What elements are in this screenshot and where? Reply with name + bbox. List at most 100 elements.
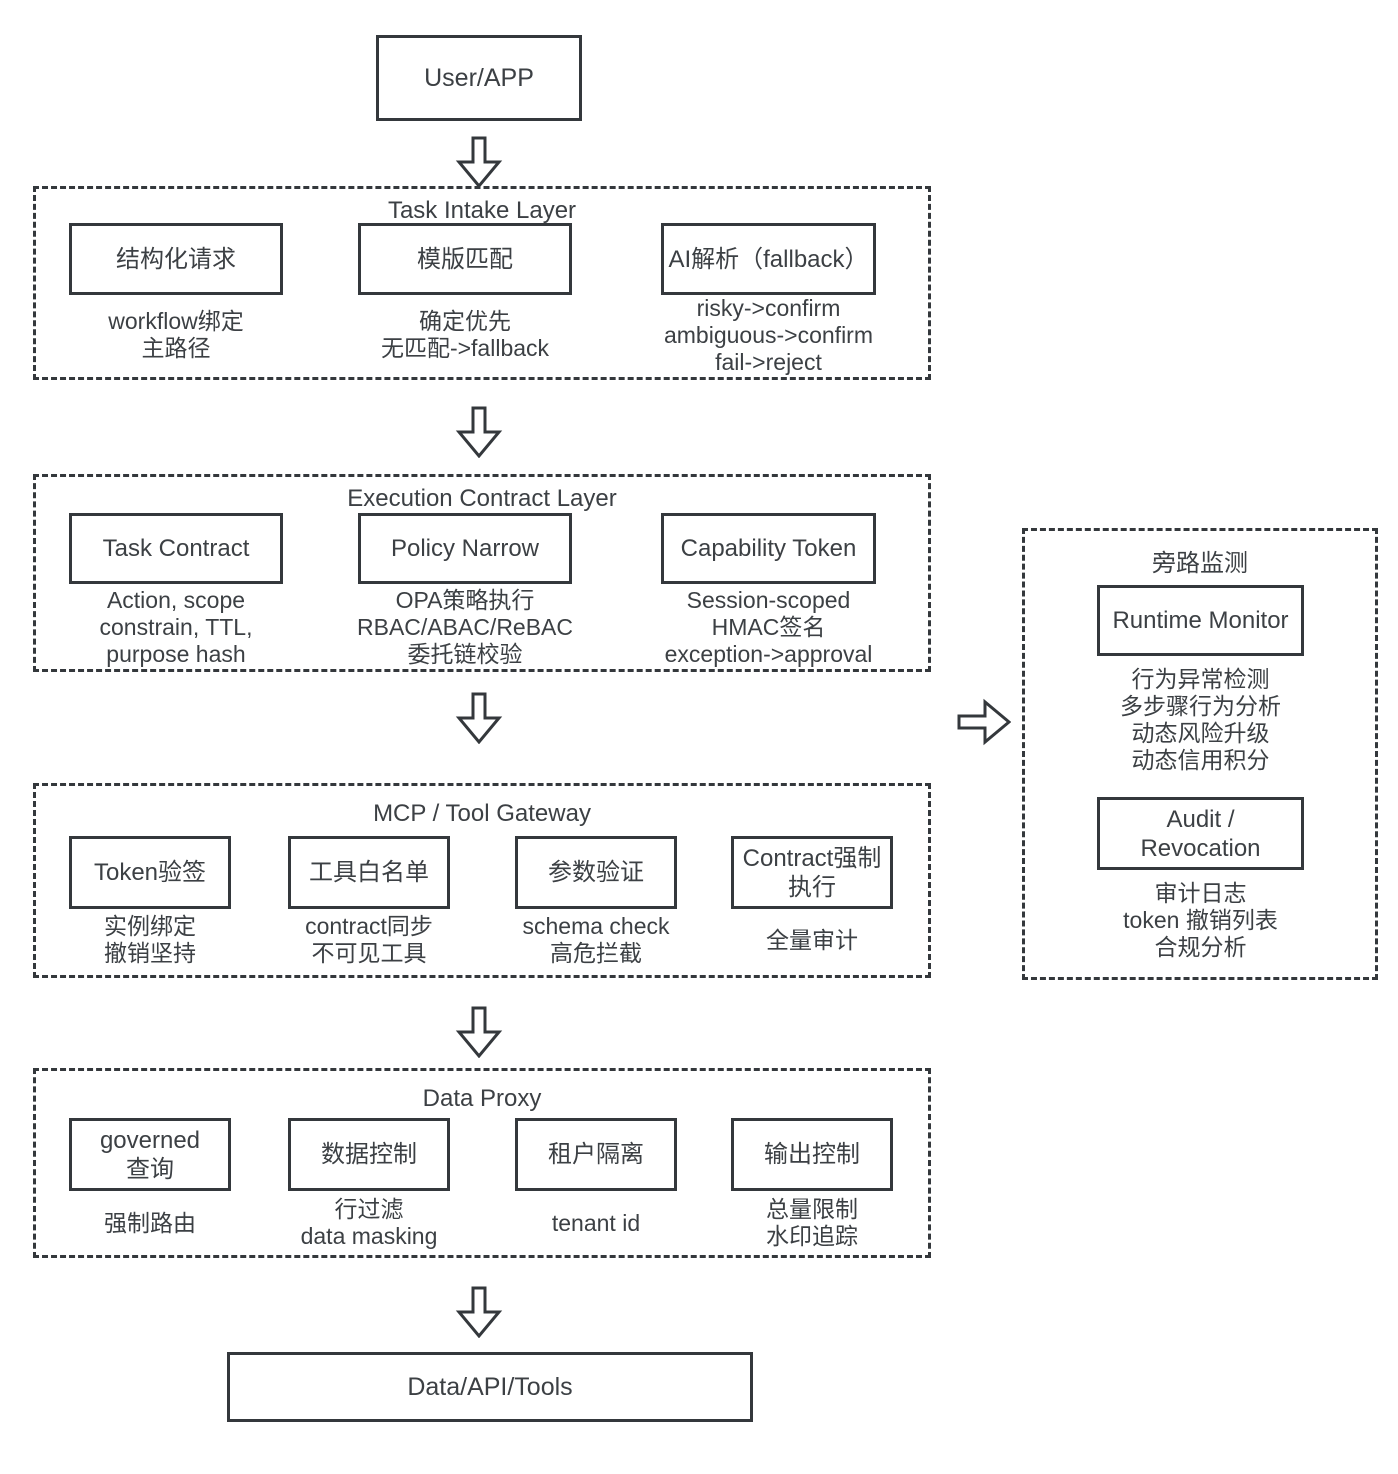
item-tool-whitelist-notes: contract同步 不可见工具 xyxy=(288,909,450,971)
node-data-api-tools-label: Data/API/Tools xyxy=(407,1372,573,1401)
item-policy-narrow-notes: OPA策略执行 RBAC/ABAC/ReBAC 委托链校验 xyxy=(357,584,574,668)
item-structured-request-box: 结构化请求 xyxy=(69,223,283,295)
item-task-contract: Task Contract Action, scope constrain, T… xyxy=(69,513,283,668)
note-line: 不可见工具 xyxy=(311,940,427,966)
node-data-api-tools: Data/API/Tools xyxy=(227,1352,753,1422)
item-tool-whitelist: 工具白名单 contract同步 不可见工具 xyxy=(288,836,450,971)
layer-execution-contract-title: Execution Contract Layer xyxy=(347,485,617,512)
layer-data-proxy-title: Data Proxy xyxy=(422,1085,542,1112)
layer-task-intake: Task Intake Layer 结构化请求 workflow绑定 主路径 模… xyxy=(33,186,931,380)
note-line: 多步骤行为分析 xyxy=(1120,693,1281,719)
item-runtime-monitor-notes: 行为异常检测 多步骤行为分析 动态风险升级 动态信用积分 xyxy=(1097,656,1304,774)
item-policy-narrow-box: Policy Narrow xyxy=(358,513,572,584)
item-structured-request: 结构化请求 workflow绑定 主路径 xyxy=(69,223,283,375)
item-param-validation-box: 参数验证 xyxy=(515,836,677,909)
item-governed-query: governed 查询 强制路由 xyxy=(69,1118,231,1255)
item-output-control: 输出控制 总量限制 水印追踪 xyxy=(731,1118,893,1255)
note-line: 委托链校验 xyxy=(407,641,523,667)
item-audit-revocation-box: Audit / Revocation xyxy=(1097,797,1304,870)
note-line: 全量审计 xyxy=(766,926,858,953)
item-ai-parse-box: AI解析（fallback） xyxy=(661,223,876,295)
note-line: 动态风险升级 xyxy=(1131,720,1270,746)
item-governed-query-box: governed 查询 xyxy=(69,1118,231,1191)
item-data-control-box: 数据控制 xyxy=(288,1118,450,1191)
note-line: 动态信用积分 xyxy=(1131,747,1270,773)
note-line: OPA策略执行 xyxy=(395,587,535,613)
note-line: purpose hash xyxy=(106,641,246,667)
item-tool-whitelist-box: 工具白名单 xyxy=(288,836,450,909)
note-line: risky->confirm xyxy=(696,295,841,321)
item-audit-revocation-notes: 审计日志 token 撤销列表 合规分析 xyxy=(1097,870,1304,961)
item-ai-parse: AI解析（fallback） risky->confirm ambiguous-… xyxy=(661,223,876,376)
note-line: 主路径 xyxy=(141,335,211,361)
note-line: ambiguous->confirm xyxy=(663,322,873,348)
flow-arrow-down-icon xyxy=(455,1286,503,1338)
panel-bypass-monitoring: 旁路监测 Runtime Monitor 行为异常检测 多步骤行为分析 动态风险… xyxy=(1022,528,1378,980)
note-line: 实例绑定 xyxy=(104,913,196,939)
item-tenant-isolation-box: 租户隔离 xyxy=(515,1118,677,1191)
item-contract-enforce-notes: 全量审计 xyxy=(731,909,893,971)
note-line: token 撤销列表 xyxy=(1123,907,1278,933)
node-user-app-label: User/APP xyxy=(424,63,534,92)
flow-arrow-right-icon xyxy=(957,697,1011,747)
node-user-app: User/APP xyxy=(376,35,582,121)
item-ai-parse-notes: risky->confirm ambiguous->confirm fail->… xyxy=(661,295,876,376)
item-capability-token-notes: Session-scoped HMAC签名 exception->approva… xyxy=(661,584,876,668)
note-line: 确定优先 xyxy=(419,308,511,334)
item-template-match-box: 模版匹配 xyxy=(358,223,572,295)
note-line: 强制路由 xyxy=(104,1209,196,1236)
item-capability-token-box: Capability Token xyxy=(661,513,876,584)
note-line: 行过滤 xyxy=(334,1196,404,1222)
note-line: 合规分析 xyxy=(1154,934,1247,960)
item-governed-query-notes: 强制路由 xyxy=(69,1191,231,1255)
item-token-verify-notes: 实例绑定 撤销坚持 xyxy=(69,909,231,971)
note-line: 高危拦截 xyxy=(550,940,642,966)
panel-bypass-monitoring-title: 旁路监测 xyxy=(1152,550,1248,577)
note-line: 水印追踪 xyxy=(766,1223,858,1249)
item-data-control: 数据控制 行过滤 data masking xyxy=(288,1118,450,1255)
item-output-control-notes: 总量限制 水印追踪 xyxy=(731,1191,893,1255)
note-line: 无匹配->fallback xyxy=(380,335,550,361)
item-template-match: 模版匹配 确定优先 无匹配->fallback xyxy=(358,223,572,375)
item-output-control-box: 输出控制 xyxy=(731,1118,893,1191)
note-line: 审计日志 xyxy=(1154,880,1247,906)
note-line: fail->reject xyxy=(715,349,822,375)
note-line: 行为异常检测 xyxy=(1131,666,1270,692)
note-line: tenant id xyxy=(551,1209,641,1236)
layer-mcp-tool-gateway-title: MCP / Tool Gateway xyxy=(373,800,591,827)
item-template-match-notes: 确定优先 无匹配->fallback xyxy=(358,295,572,375)
note-line: workflow绑定 xyxy=(108,308,244,334)
note-line: Action, scope xyxy=(106,587,246,613)
item-contract-enforce: Contract强制 执行 全量审计 xyxy=(731,836,893,971)
item-token-verify-box: Token验签 xyxy=(69,836,231,909)
layer-execution-contract: Execution Contract Layer Task Contract A… xyxy=(33,474,931,672)
item-tenant-isolation: 租户隔离 tenant id xyxy=(515,1118,677,1255)
flow-arrow-down-icon xyxy=(455,1006,503,1058)
layer-data-proxy: Data Proxy governed 查询 强制路由 数据控制 行过滤 dat… xyxy=(33,1068,931,1258)
item-data-control-notes: 行过滤 data masking xyxy=(288,1191,450,1255)
note-line: 撤销坚持 xyxy=(104,940,196,966)
item-policy-narrow: Policy Narrow OPA策略执行 RBAC/ABAC/ReBAC 委托… xyxy=(357,513,574,668)
item-param-validation: 参数验证 schema check 高危拦截 xyxy=(515,836,677,971)
item-runtime-monitor: Runtime Monitor 行为异常检测 多步骤行为分析 动态风险升级 动态… xyxy=(1097,585,1304,774)
note-line: data masking xyxy=(300,1223,438,1249)
item-task-contract-notes: Action, scope constrain, TTL, purpose ha… xyxy=(69,584,283,668)
note-line: contract同步 xyxy=(305,913,433,939)
flow-arrow-down-icon xyxy=(455,136,503,188)
item-structured-request-notes: workflow绑定 主路径 xyxy=(69,295,283,375)
item-param-validation-notes: schema check 高危拦截 xyxy=(515,909,677,971)
note-line: HMAC签名 xyxy=(711,614,826,640)
note-line: schema check xyxy=(522,913,670,939)
note-line: Session-scoped xyxy=(686,587,851,613)
note-line: constrain, TTL, xyxy=(99,614,253,640)
note-line: RBAC/ABAC/ReBAC xyxy=(357,614,574,640)
item-token-verify: Token验签 实例绑定 撤销坚持 xyxy=(69,836,231,971)
flow-arrow-down-icon xyxy=(455,692,503,744)
item-contract-enforce-box: Contract强制 执行 xyxy=(731,836,893,909)
layer-task-intake-title: Task Intake Layer xyxy=(387,197,577,224)
item-tenant-isolation-notes: tenant id xyxy=(515,1191,677,1255)
note-line: 总量限制 xyxy=(766,1196,858,1222)
item-audit-revocation: Audit / Revocation 审计日志 token 撤销列表 合规分析 xyxy=(1097,797,1304,961)
flow-arrow-down-icon xyxy=(455,406,503,458)
